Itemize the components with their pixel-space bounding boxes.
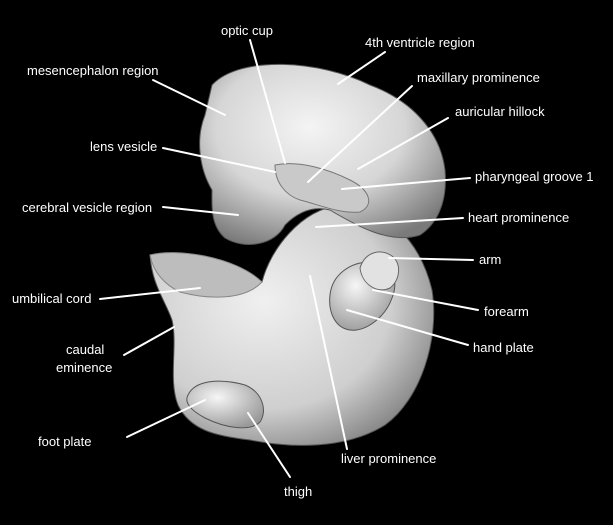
label-4th-ventricle: 4th ventricle region [365,35,475,50]
labels: optic cup 4th ventricle region mesenceph… [12,23,594,499]
arm-shape [359,251,399,291]
foot-plate-shape [186,380,264,429]
leader-hand-plate [346,309,469,346]
label-pharyngeal-groove: pharyngeal groove 1 [475,169,594,184]
label-caudal: caudal [66,342,104,357]
label-eminence: eminence [56,360,112,375]
leader-cerebral-vesicle [162,206,239,216]
leader-liver [309,275,348,450]
label-hand-plate: hand plate [473,340,534,355]
leader-pharyngeal-groove [341,177,471,190]
label-foot-plate: foot plate [38,434,92,449]
label-arm: arm [479,252,501,267]
umbilical-cord-shape [149,252,263,298]
label-liver: liver prominence [341,451,436,466]
label-umbilical-cord: umbilical cord [12,291,91,306]
leader-umbilical-cord [99,287,201,300]
leader-foot-plate [126,399,206,438]
leader-thigh [247,412,291,478]
label-forearm: forearm [484,304,529,319]
leader-mesencephalon [152,79,226,116]
label-maxillary: maxillary prominence [417,70,540,85]
label-thigh: thigh [284,484,312,499]
label-lens-vesicle: lens vesicle [90,139,157,154]
embryo-head [199,63,446,245]
label-optic-cup: optic cup [221,23,273,38]
leader-heart [315,217,464,228]
leader-lines [99,39,479,478]
leader-auricular [357,117,449,170]
leader-maxillary [307,85,413,183]
label-cerebral-vesicle: cerebral vesicle region [22,200,152,215]
leader-arm [388,257,474,261]
leader-optic-cup [249,39,286,164]
leader-forearm [372,289,479,311]
facial-region [274,163,370,213]
label-auricular: auricular hillock [455,104,545,119]
label-mesencephalon: mesencephalon region [27,63,159,78]
leader-4th-ventricle [337,51,386,85]
leader-caudal-eminence [123,326,175,356]
leader-lens-vesicle [162,147,276,173]
label-heart: heart prominence [468,210,569,225]
